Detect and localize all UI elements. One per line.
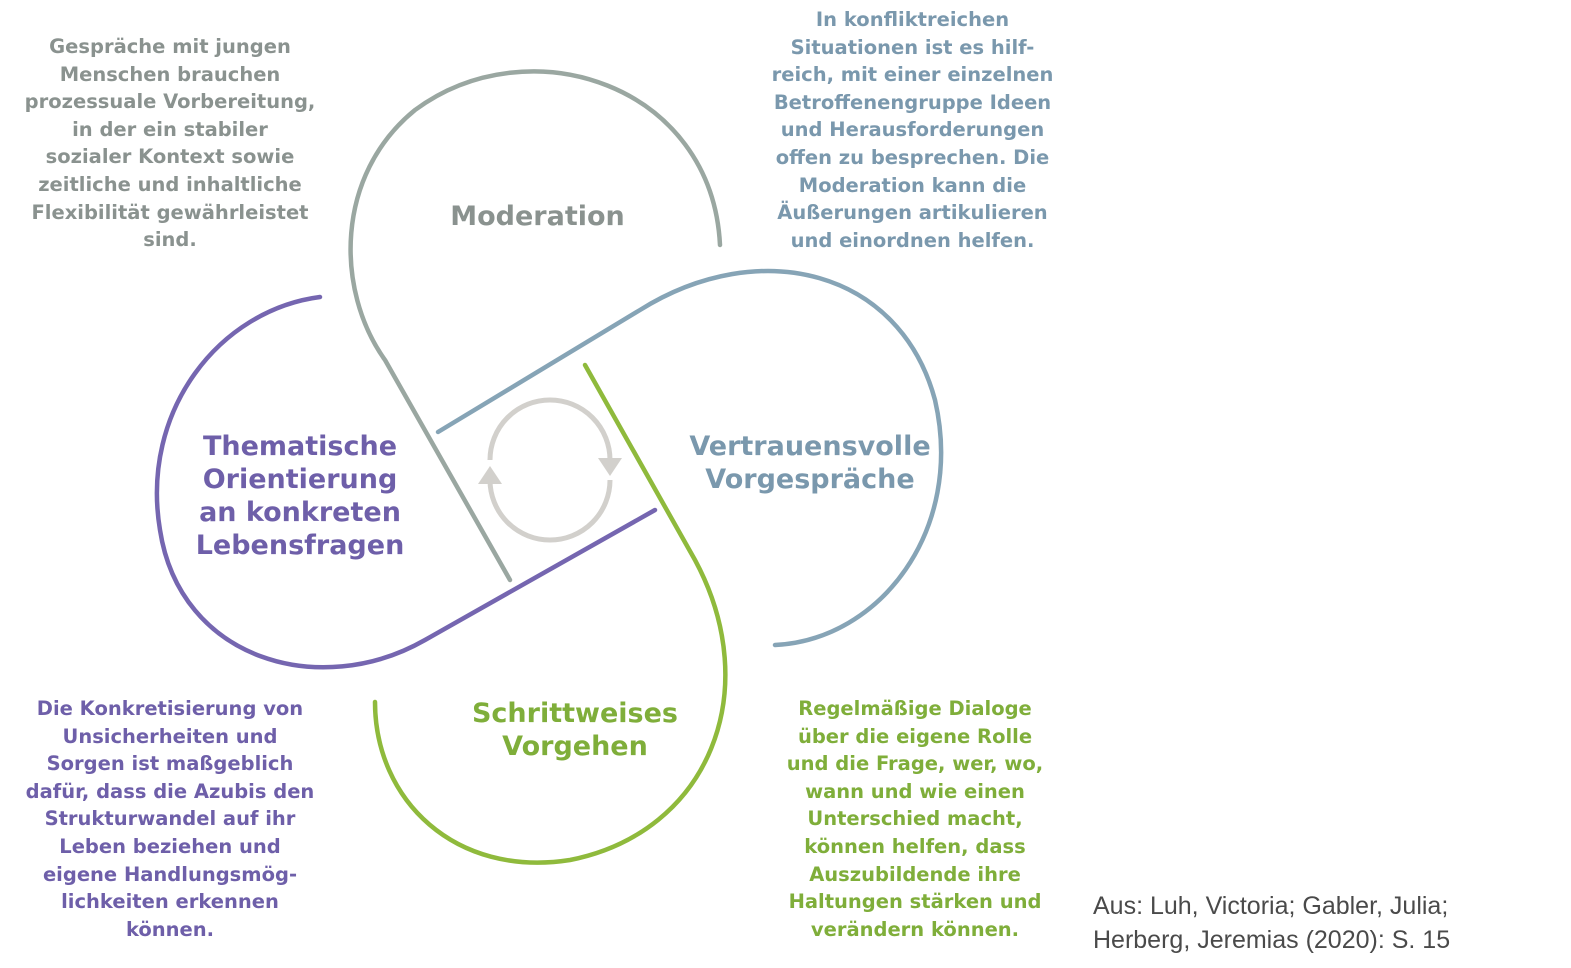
moderation-loop <box>348 69 723 583</box>
hub-thematisch: Thematische Orientierung an konkreten Le… <box>195 431 405 561</box>
cycle-arrows-icon <box>478 397 622 543</box>
thematisch-loop <box>154 294 658 670</box>
hub-vorgespraeche: Vertrauensvolle Vorgespräche <box>689 431 931 495</box>
note-top-right: In konfliktreichen Situationen ist es hi… <box>771 8 1054 252</box>
note-bottom-left: Die Konkretisierung von Unsicherheiten u… <box>25 697 315 941</box>
hub-schrittweise: Schrittweises Vorgehen <box>471 698 679 762</box>
hub-moderation: Moderation <box>450 201 625 232</box>
note-top-left: Gespräche mit jungen Menschen brauchen p… <box>24 35 316 252</box>
schrittweise-loop <box>372 362 728 865</box>
source-citation: Aus: Luh, Victoria; Gabler, Julia; Herbe… <box>1093 892 1451 954</box>
note-bottom-right: Regelmäßige Dialoge über die eigene Roll… <box>786 697 1044 941</box>
vorgespraeche-loop <box>435 268 944 648</box>
